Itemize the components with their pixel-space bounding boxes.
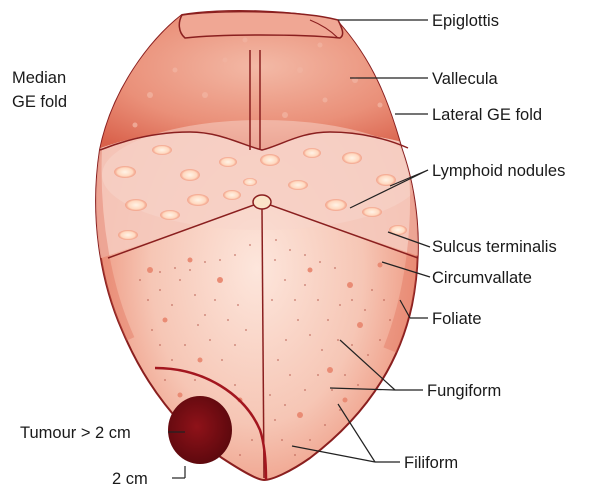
label-fungiform: Fungiform <box>427 382 501 400</box>
label-filiform: Filiform <box>404 454 458 472</box>
label-margin: 2 cm <box>112 470 148 487</box>
label-sulcus-terminalis: Sulcus terminalis <box>432 238 557 256</box>
label-median-ge-fold-line2: GE fold <box>12 93 67 111</box>
label-vallecula: Vallecula <box>432 70 499 88</box>
label-tumour: Tumour > 2 cm <box>20 424 131 442</box>
label-foliate: Foliate <box>432 310 482 328</box>
label-epiglottis: Epiglottis <box>432 12 499 30</box>
foramen-caecum <box>253 195 271 209</box>
label-lateral-ge-fold: Lateral GE fold <box>432 106 542 124</box>
label-circumvallate: Circumvallate <box>432 269 532 287</box>
epiglottis-shape <box>179 12 342 38</box>
label-lymphoid-nodules: Lymphoid nodules <box>432 162 565 180</box>
label-median-ge-fold-line1: Median <box>12 69 66 87</box>
tumour-mass <box>168 396 232 464</box>
